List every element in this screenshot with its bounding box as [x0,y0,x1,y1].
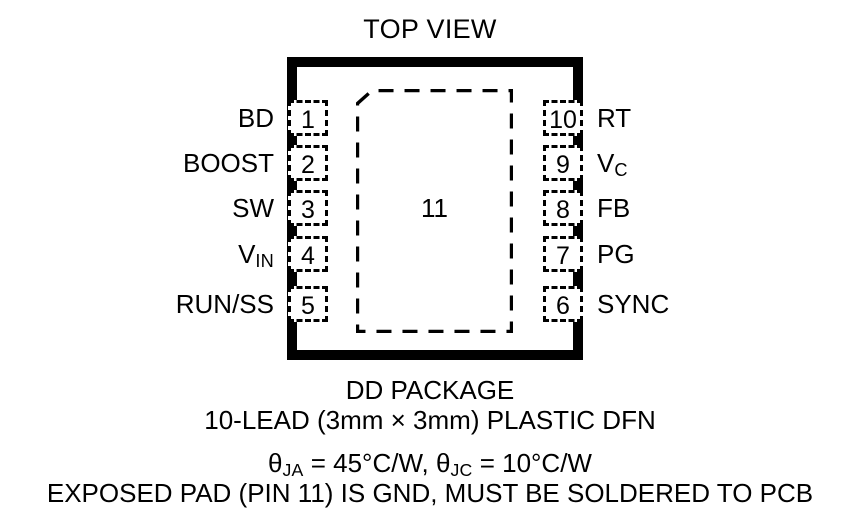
pin-label-pg-text: PG [597,239,635,269]
pin-label-sw: SW [232,193,274,223]
caption-lead-count: 10-LEAD (3mm × 3mm) PLASTIC DFN [204,405,656,435]
pin-label-rt: RT [597,103,631,133]
pin-box-1[interactable]: 1 [288,100,328,136]
theta-jc-symbol: θ [436,448,451,478]
pin-box-10[interactable]: 10 [543,100,583,136]
diagram-title: TOP VIEW [363,14,497,44]
theta-ja-symbol: θ [268,448,283,478]
pin-label-runss: RUN/SS [176,289,274,319]
pin-box-9[interactable]: 9 [543,145,583,181]
pin-label-sw-text: SW [232,193,274,223]
theta-jc-value: = 10°C/W [472,448,592,478]
pin-box-3[interactable]: 3 [288,190,328,226]
pin-label-pg: PG [597,239,635,269]
pin-box-4[interactable]: 4 [288,236,328,272]
pin-label-sync: SYNC [597,289,669,319]
pin-box-5[interactable]: 5 [288,286,328,322]
pin-label-runss-text: RUN/SS [175,289,274,319]
pin-label-fb: FB [597,193,630,223]
theta-ja-value: = 45°C/W, [303,448,437,478]
pin-box-7[interactable]: 7 [543,236,583,272]
theta-jc-subscript: JC [450,460,473,481]
pin-label-vc: VC [597,148,628,181]
pin-label-vc-subscript: C [614,160,628,181]
pin-box-6[interactable]: 6 [543,286,583,322]
pin-label-vin: VIN [238,239,274,272]
pin-label-vin-text: V [238,239,256,269]
pin-label-bd: BD [238,103,274,133]
pin-label-vc-text: V [597,148,615,178]
caption-thermal-resistance: θJA = 45°C/W, θJC = 10°C/W [0,448,860,481]
caption-package-name: DD PACKAGE [345,375,515,405]
pin-box-8[interactable]: 8 [543,190,583,226]
pin-label-fb-text: FB [597,193,631,223]
pin-label-vin-subscript: IN [255,251,274,272]
pin-label-rt-text: RT [597,103,632,133]
pin-label-sync-text: SYNC [597,289,670,319]
caption-exposed-pad-note: EXPOSED PAD (PIN 11) IS GND, MUST BE SOL… [46,478,814,508]
pin-label-bd-text: BD [237,103,274,133]
pin-box-2[interactable]: 2 [288,145,328,181]
pin-label-boost: BOOST [183,148,274,178]
pin-label-boost-text: BOOST [182,148,274,178]
exposed-pad-number: 11 [421,193,448,223]
theta-ja-subscript: JA [282,460,304,481]
